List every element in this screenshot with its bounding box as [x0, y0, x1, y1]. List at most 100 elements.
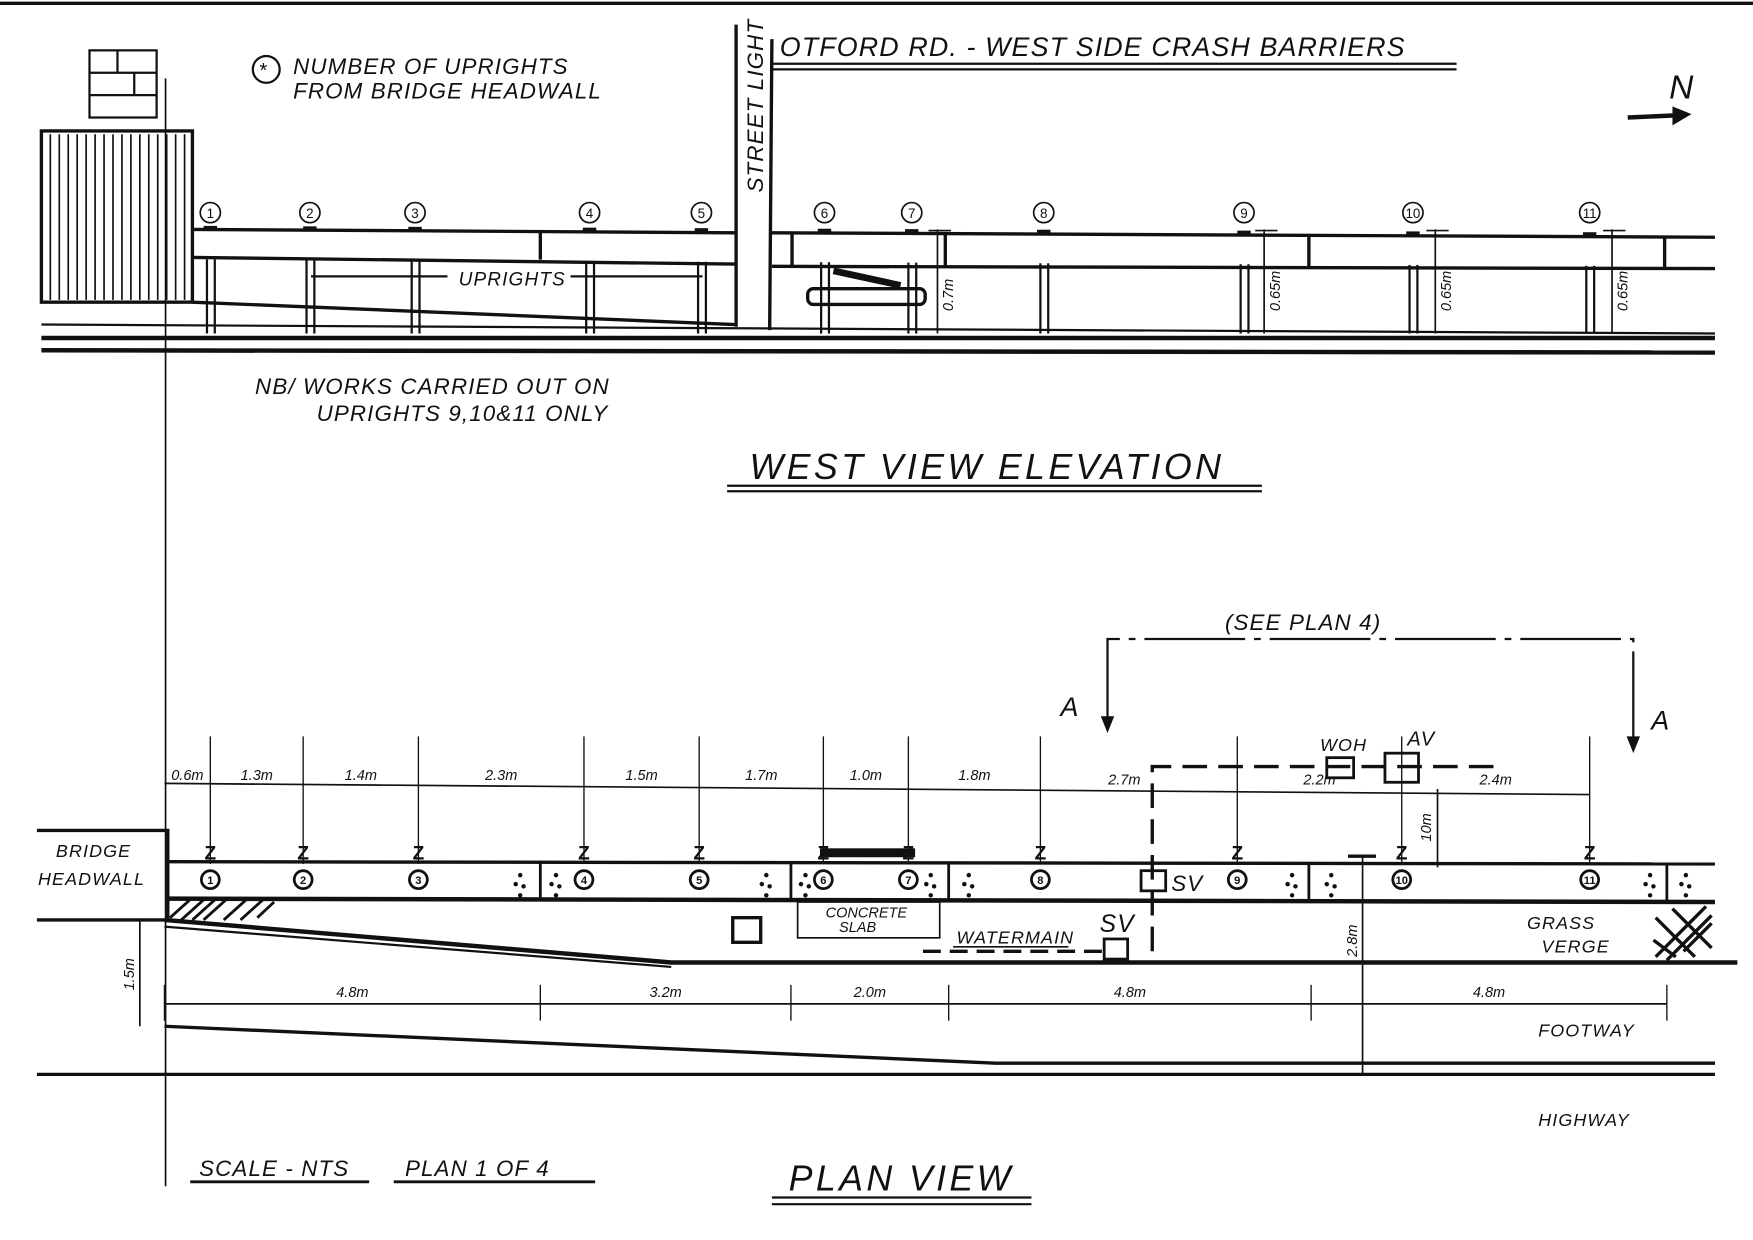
concrete-label: CONCRETE: [826, 906, 908, 922]
joint-bolt: [557, 884, 562, 889]
upright-number: 11: [1584, 875, 1596, 887]
see-plan-label: (SEE PLAN 4): [1225, 610, 1381, 635]
upright-number: 1: [207, 875, 213, 887]
note-line1: NB/ WORKS CARRIED OUT ON: [255, 374, 610, 399]
joint-bolt: [1683, 893, 1689, 898]
upright-number-circle: [1391, 869, 1413, 890]
upright-elevation: 8: [1032, 201, 1055, 334]
legend-line2: FROM BRIDGE HEADWALL: [293, 78, 602, 103]
watermain-label: WATERMAIN: [956, 927, 1074, 947]
street-light-label: STREET LIGHT: [743, 19, 768, 193]
joint-bolt: [924, 881, 929, 887]
concrete-slab: [796, 901, 941, 939]
spacing-label: 2.2m: [1302, 773, 1335, 789]
joint-bolt: [966, 872, 972, 878]
upright-elevation: 9: [1233, 201, 1255, 334]
spacing-label: 1.5m: [625, 768, 657, 784]
offset-10m-label: 10m: [1419, 813, 1435, 841]
upright-plan: Z8: [1030, 843, 1051, 890]
joint-bolt: [1647, 872, 1653, 878]
plan-of-label: PLAN 1 OF 4: [405, 1156, 550, 1181]
joint-bolt: [1683, 872, 1689, 878]
offset-28m-label: 2.8m: [1345, 925, 1361, 958]
section-a-right: A: [1649, 706, 1670, 736]
upright-elevation: 3: [404, 201, 426, 334]
sv-box-lower: [1102, 937, 1130, 961]
upright-elevation: 11: [1578, 201, 1601, 334]
joint-bolt: [521, 884, 526, 889]
upright-number-circle: [813, 201, 836, 224]
joint-bolt: [1329, 872, 1334, 878]
upright-plan: Z10: [1391, 843, 1413, 890]
upright-number-circle: [813, 869, 834, 890]
upright-number: 7: [908, 206, 915, 221]
joint-bolt: [962, 881, 967, 887]
woh-box: [1325, 756, 1356, 780]
upright-marker: Z: [413, 843, 425, 864]
upright-number-circle: [1030, 869, 1051, 890]
spacing-label: 2.3m: [484, 768, 517, 784]
av-box: [1383, 751, 1420, 784]
grass-label: GRASS: [1527, 913, 1595, 933]
barrier-rail-elevation: [41, 227, 1715, 355]
joint-bolt: [1643, 881, 1648, 887]
upright-number: 8: [1040, 206, 1047, 221]
upright-cap: [817, 228, 832, 234]
joint-bolt: [928, 872, 933, 878]
joint-bolt: [1289, 893, 1295, 898]
height-label: 0.65m: [1268, 271, 1284, 311]
offset-15m-label: 1.5m: [122, 958, 138, 990]
joint-bolt: [764, 893, 769, 898]
upright-cap: [905, 229, 919, 234]
segment-length-label: 2.0m: [853, 985, 886, 1001]
joint-bolt: [767, 884, 772, 889]
upright-number: 4: [586, 206, 594, 221]
street-light-pole-edge: [767, 39, 774, 331]
upright-number: 5: [696, 875, 702, 887]
joint-bolt: [764, 872, 769, 878]
north-arrow-icon: N: [1627, 69, 1694, 126]
bridge-label: BRIDGE: [56, 841, 131, 861]
woh-label: WOH: [1320, 735, 1367, 755]
joint-bolt: [806, 884, 812, 889]
upright-plan: Z11: [1579, 843, 1601, 890]
drawing-title: OTFORD RD. - WEST SIDE CRASH BARRIERS: [780, 32, 1406, 62]
joint-bolt: [513, 881, 518, 887]
height-dimension: 0.7m: [928, 229, 957, 334]
upright-number-circle: [688, 869, 710, 890]
joint-bolt: [517, 893, 523, 898]
spacing-label: 2.4m: [1479, 773, 1512, 789]
offset-15m: 1.5m: [122, 919, 141, 1027]
upright-number-circle: [292, 869, 314, 890]
upright-number-circle: [199, 869, 221, 890]
upright-number-circle: [578, 201, 601, 224]
sv-box-upper: [1139, 869, 1168, 893]
upright-number: 10: [1396, 875, 1408, 887]
upright-cap: [1406, 231, 1420, 236]
height-label: 0.7m: [941, 279, 957, 311]
segment-length-label: 4.8m: [336, 985, 368, 1001]
upright-marker: Z: [1231, 843, 1243, 864]
spacing-label: 2.7m: [1107, 773, 1140, 789]
legend-symbol: *: [260, 60, 268, 82]
upright-number-circle: [690, 201, 713, 224]
inspection-chamber: [731, 916, 763, 944]
upright-cap: [303, 226, 317, 231]
upright-elevation: 2: [298, 201, 321, 334]
joint-bolt: [928, 893, 933, 898]
joint-bolt: [1293, 884, 1298, 889]
spacing-label: 0.6m: [171, 768, 203, 784]
upright-cap: [1037, 229, 1051, 235]
joint-bolt: [553, 872, 559, 878]
upright-marker: Z: [693, 843, 705, 864]
upright-number: 2: [306, 206, 313, 221]
upright-marker: Z: [903, 843, 915, 864]
upright-number: 1: [207, 206, 214, 221]
upright-number-circle: [408, 869, 429, 890]
joint-bolt: [1651, 884, 1656, 889]
joint-bolt: [1332, 884, 1337, 889]
upright-number: 3: [411, 206, 418, 221]
segment-length-label: 3.2m: [649, 985, 681, 1001]
joint-bolt: [1285, 881, 1290, 887]
